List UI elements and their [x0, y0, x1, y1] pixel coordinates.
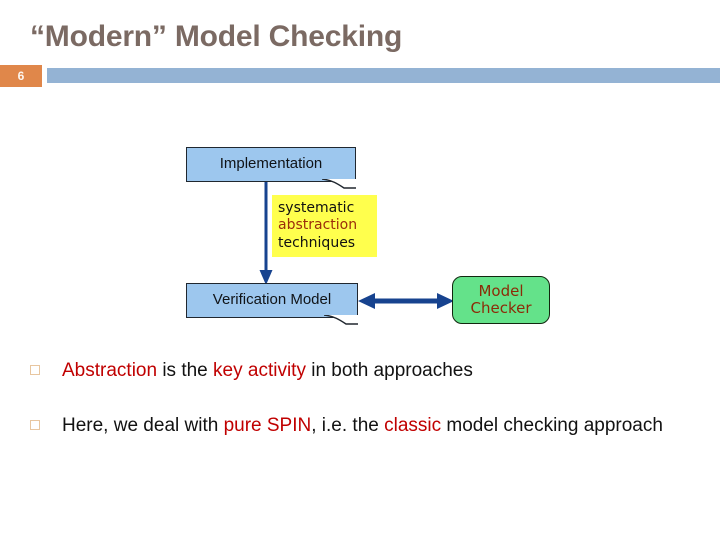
abstraction-note: systematic abstraction techniques — [272, 195, 377, 257]
abstraction-arrow-icon — [258, 182, 274, 286]
bullet-2-part-1: pure SPIN — [223, 414, 312, 436]
bullet-list: Abstraction is the key activity in both … — [30, 358, 690, 468]
bullet-2-part-2: , i.e. the — [311, 414, 385, 436]
bullet-2-part-0: Here, we deal with — [62, 414, 224, 436]
verification-model-label: Verification Model — [212, 291, 332, 308]
model-checker-box: Model Checker — [452, 276, 550, 324]
bullet-1-part-2: key activity — [213, 360, 306, 381]
bullet-2-part-3: classic — [384, 414, 442, 436]
bullet-1-part-3: in both approaches — [305, 360, 473, 381]
model-checking-diagram: Implementation systematic abstraction te… — [180, 138, 580, 338]
verification-model-box: Verification Model — [186, 283, 358, 325]
implementation-box: Implementation — [186, 147, 356, 189]
note-line-2: abstraction — [278, 217, 358, 234]
page-title: “Modern” Model Checking — [30, 20, 403, 53]
square-outline-bullet-icon — [30, 419, 40, 430]
bullet-text-1: Abstraction is the key activity in both … — [62, 358, 473, 385]
list-item: Here, we deal with pure SPIN, i.e. the c… — [30, 413, 690, 440]
bullet-1-part-1: is the — [157, 360, 214, 381]
model-checker-line-1: Model — [478, 281, 524, 300]
header-accent-bar — [47, 68, 720, 83]
slide-number-badge: 6 — [0, 65, 42, 87]
note-line-1: systematic — [278, 200, 355, 217]
page-fold-icon — [322, 179, 356, 190]
bullet-2-part-4: model checking approach — [441, 414, 663, 436]
verification-checker-arrow-icon — [358, 290, 454, 312]
list-item: Abstraction is the key activity in both … — [30, 358, 690, 385]
page-fold-icon — [324, 315, 358, 326]
model-checker-line-2: Checker — [470, 299, 532, 317]
header-rule: 6 — [0, 64, 720, 88]
bullet-1-part-0: Abstraction — [62, 360, 158, 381]
implementation-label: Implementation — [219, 155, 323, 172]
bullet-text-2: Here, we deal with pure SPIN, i.e. the c… — [62, 413, 663, 440]
square-outline-bullet-icon — [30, 365, 40, 375]
note-line-3: techniques — [278, 234, 356, 251]
